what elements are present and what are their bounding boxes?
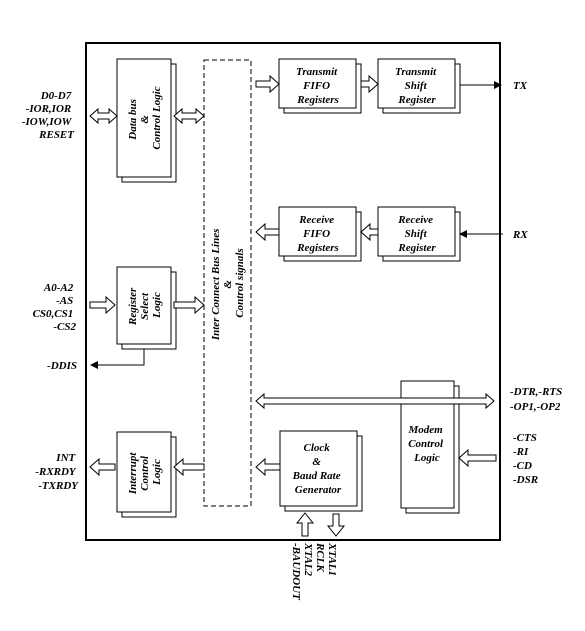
svg-text:Modem Control Logi: Modem Control Logic (408, 424, 446, 464)
register-signal-labels: A0-A2 -AS CS0,CS1 -CS2 (33, 282, 77, 333)
svg-text:Register Select Lo: Register Select Logic (127, 285, 163, 326)
svg-text:Transmit Shift Reg: Transmit Shift Register (395, 66, 439, 106)
modem-output-labels: -DTR,-RTS -OP1,-OP2 (510, 386, 565, 413)
modem-input-arrow (458, 448, 497, 468)
data-bus-external-double-arrow (89, 107, 118, 125)
data-bus-control-logic-block: Data bus & Control Logic (116, 58, 177, 183)
data-bus-signal-labels: D0-D7 -IOR,IOR -IOW,IOW RESET (22, 90, 75, 141)
register-select-logic-block: Register Select Logic (116, 266, 177, 350)
ddis-label: -DDIS (47, 360, 77, 372)
clock-input-arrow (295, 512, 315, 537)
fifo-to-shift-arrow (360, 74, 379, 94)
svg-text:Receive Shift Regi: Receive Shift Register (397, 214, 436, 254)
to-transmit-fifo-arrow (255, 74, 280, 94)
svg-text:Transmit FIFO Regi: Transmit FIFO Registers (296, 66, 340, 106)
interconnect-label: Inter Connect Bus Lines & Control signal… (210, 226, 246, 341)
baudout-arrow (326, 513, 346, 537)
modem-input-labels: -CTS -RI -CD -DSR (513, 432, 540, 486)
bus-to-interrupt-arrow (173, 457, 205, 477)
svg-text:Clock & Baud Rate: Clock & Baud Rate Generator (292, 442, 344, 496)
svg-text:Data bus & Control: Data bus & Control Logic (127, 86, 163, 149)
tx-arrow (460, 81, 502, 89)
receive-fifo-block: Receive FIFO Registers (278, 206, 362, 262)
modem-bus-double-arrow (255, 392, 495, 410)
transmit-shift-block: Transmit Shift Register (377, 58, 461, 114)
ddis-arrow (90, 349, 145, 369)
clock-pin-labels: XTAL1 RCLK XTAL2 -BAUDOUT (290, 542, 338, 601)
svg-text:Receive FIFO Regis: Receive FIFO Registers (296, 214, 339, 254)
to-register-select-arrow (89, 295, 116, 315)
register-select-to-bus-arrow (173, 295, 205, 315)
chip-outline (85, 42, 501, 541)
transmit-fifo-block: Transmit FIFO Registers (278, 58, 362, 114)
clock-baud-generator-block: Clock & Baud Rate Generator (279, 430, 363, 512)
interconnect-bus-box (203, 59, 252, 507)
rx-label: RX (512, 229, 528, 241)
data-bus-interconnect-double-arrow (173, 107, 205, 125)
tx-label: TX (513, 80, 528, 92)
clock-to-bus-arrow (255, 457, 281, 477)
shift-to-fifo-arrow (360, 222, 379, 242)
svg-text:Interrupt Control: Interrupt Control Logic (127, 450, 163, 495)
rx-arrow (459, 230, 503, 238)
receive-shift-block: Receive Shift Register (377, 206, 461, 262)
interrupt-out-arrow (89, 457, 116, 477)
interrupt-control-logic-block: Interrupt Control Logic (116, 431, 177, 518)
from-receive-fifo-arrow (255, 222, 280, 242)
interrupt-signal-labels: INT -RXRDY -TXRDY (35, 452, 79, 492)
